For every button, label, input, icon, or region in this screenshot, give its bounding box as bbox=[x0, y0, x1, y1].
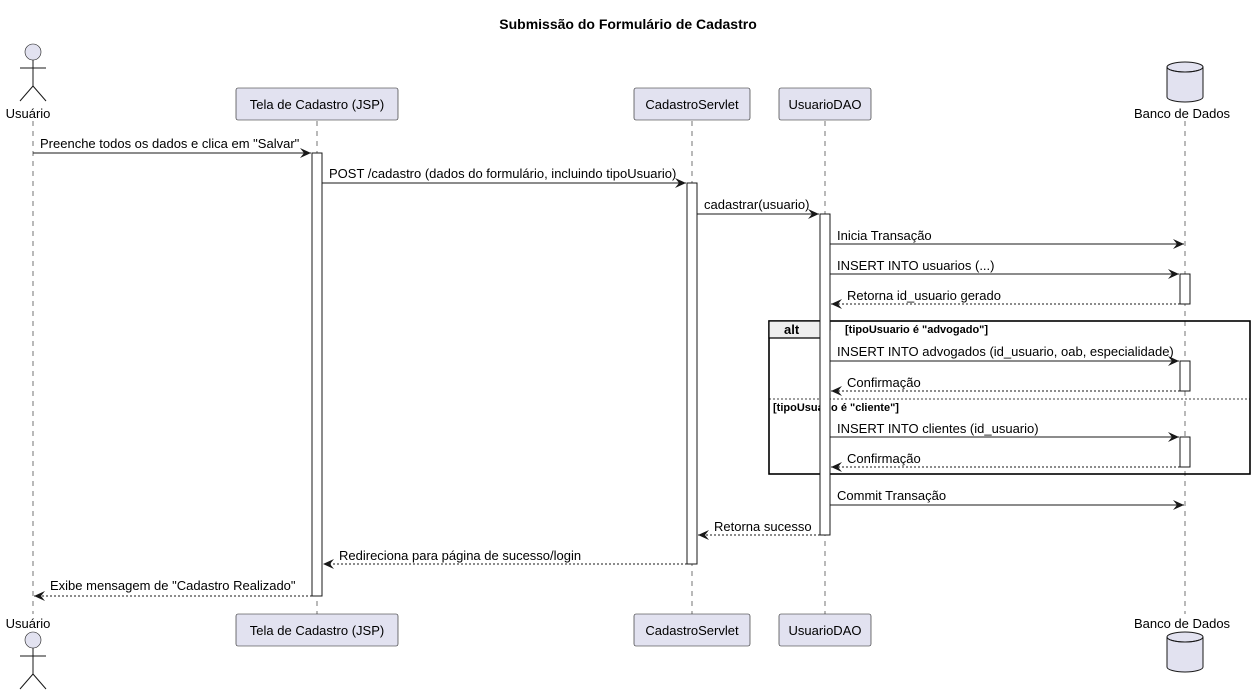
message-label: Confirmação bbox=[847, 451, 921, 466]
participant-label: CadastroServlet bbox=[645, 623, 739, 638]
alt-frame bbox=[768, 320, 1251, 475]
participant-box-tela bbox=[235, 613, 399, 647]
activation-banco-1 bbox=[1179, 273, 1191, 305]
message-label: Retorna sucesso bbox=[714, 519, 812, 534]
database-banco-bottom: Banco de Dados bbox=[1134, 616, 1231, 673]
messages: Preenche todos os dados e clica em "Salv… bbox=[33, 136, 1184, 601]
database-cylinder bbox=[1166, 637, 1204, 673]
activation-banco-2 bbox=[1179, 360, 1191, 392]
actor-usuario-top: Usuário bbox=[6, 43, 51, 121]
participant-label: Banco de Dados bbox=[1134, 616, 1231, 631]
activation-servlet bbox=[686, 182, 698, 565]
participants-top: Usuário Tela de Cadastro (JSP) CadastroS… bbox=[6, 43, 1231, 121]
activation-tela bbox=[311, 152, 323, 597]
actor-leg bbox=[32, 85, 47, 102]
database-cylinder bbox=[1166, 67, 1204, 103]
message-label: INSERT INTO clientes (id_usuario) bbox=[837, 421, 1039, 436]
participant-label: Tela de Cadastro (JSP) bbox=[250, 623, 384, 638]
alt-keyword: alt bbox=[784, 322, 800, 337]
actor-usuario-bottom: Usuário bbox=[6, 616, 51, 690]
message-label: Confirmação bbox=[847, 375, 921, 390]
actor-head bbox=[24, 43, 42, 61]
actor-head bbox=[24, 631, 42, 649]
alt-condition-2: [tipoUsuario é "cliente"] bbox=[773, 402, 899, 414]
lifelines bbox=[32, 121, 1186, 614]
participant-box-dao bbox=[778, 87, 872, 121]
message-label: Redireciona para página de sucesso/login bbox=[339, 548, 581, 563]
database-banco-top: Banco de Dados bbox=[1134, 61, 1231, 121]
participant-label: Banco de Dados bbox=[1134, 106, 1231, 121]
database-rim bbox=[1166, 66, 1204, 73]
message-label: Retorna id_usuario gerado bbox=[847, 288, 1001, 303]
message-label: INSERT INTO usuarios (...) bbox=[837, 258, 995, 273]
actor-leg bbox=[19, 85, 34, 102]
participant-box-dao bbox=[778, 613, 872, 647]
participant-label: CadastroServlet bbox=[645, 97, 739, 112]
message-label: POST /cadastro (dados do formulário, inc… bbox=[329, 166, 676, 181]
alt-fragment: alt [tipoUsuario é "advogado"] [tipoUsua… bbox=[768, 320, 1251, 475]
activations bbox=[311, 152, 1191, 597]
participant-box-servlet bbox=[633, 613, 751, 647]
diagram-title: Submissão do Formulário de Cadastro bbox=[499, 16, 757, 32]
message-label: Exibe mensagem de "Cadastro Realizado" bbox=[50, 578, 296, 593]
message-label: cadastrar(usuario) bbox=[704, 197, 810, 212]
message-label: INSERT INTO advogados (id_usuario, oab, … bbox=[837, 344, 1174, 359]
alt-condition-1: [tipoUsuario é "advogado"] bbox=[845, 324, 988, 336]
message-label: Inicia Transação bbox=[837, 228, 932, 243]
actor-leg bbox=[19, 673, 34, 690]
participant-label: Usuário bbox=[6, 616, 51, 631]
activation-banco-3 bbox=[1179, 436, 1191, 468]
participant-label: Tela de Cadastro (JSP) bbox=[250, 97, 384, 112]
participants-bottom: Usuário Tela de Cadastro (JSP) CadastroS… bbox=[6, 613, 1231, 690]
database-rim bbox=[1166, 636, 1204, 643]
participant-box-servlet bbox=[633, 87, 751, 121]
message-label: Commit Transação bbox=[837, 488, 946, 503]
participant-label: UsuarioDAO bbox=[789, 97, 862, 112]
activation-dao bbox=[819, 213, 831, 536]
participant-label: Usuário bbox=[6, 106, 51, 121]
message-label: Preenche todos os dados e clica em "Salv… bbox=[40, 136, 300, 151]
participant-label: UsuarioDAO bbox=[789, 623, 862, 638]
participant-box-tela bbox=[235, 87, 399, 121]
actor-leg bbox=[32, 673, 47, 690]
